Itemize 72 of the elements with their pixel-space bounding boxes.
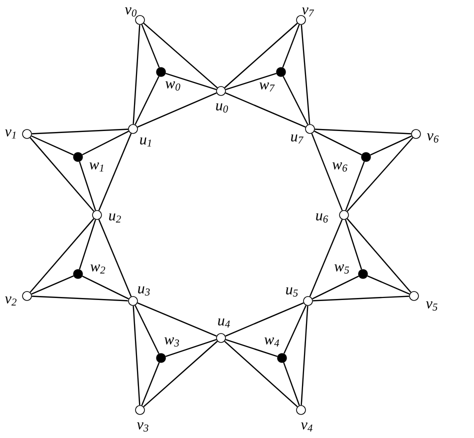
vertex-label: u$_{7}$ xyxy=(291,134,304,144)
vertex-label: u$_{6}$ xyxy=(316,213,328,223)
vertex-label: u$_{0}$ xyxy=(216,103,228,113)
vertex-label: u$_{1}$ xyxy=(140,137,151,147)
vertex-label: u$_{5}$ xyxy=(286,287,298,297)
vertex-label: v$_{6}$ xyxy=(427,133,439,143)
vertex-label: u$_{2}$ xyxy=(109,213,121,223)
edge xyxy=(226,72,277,90)
vertex-label: v$_{3}$ xyxy=(137,422,148,432)
edge xyxy=(282,24,300,68)
vertex-label: v$_{4}$ xyxy=(301,422,312,432)
edge xyxy=(312,296,410,302)
edge xyxy=(141,24,160,68)
edge xyxy=(98,133,132,211)
edge xyxy=(344,219,362,270)
vertex-label: w$_{5}$ xyxy=(334,264,350,274)
edge xyxy=(367,275,410,295)
edge xyxy=(346,137,414,212)
edge xyxy=(137,302,217,337)
edge xyxy=(283,362,300,406)
edge xyxy=(282,76,308,125)
edge xyxy=(31,275,74,295)
edge xyxy=(314,130,362,156)
edge xyxy=(314,128,412,134)
edge xyxy=(30,218,94,293)
vertex-label: u$_{3}$ xyxy=(138,286,150,296)
edge xyxy=(370,136,412,156)
edge xyxy=(78,219,96,270)
edge xyxy=(132,306,140,406)
edge xyxy=(78,161,96,211)
edge xyxy=(143,22,218,88)
edge xyxy=(225,302,304,337)
edge xyxy=(225,338,278,358)
vertex-label: w$_{1}$ xyxy=(90,162,104,172)
edge xyxy=(166,72,217,90)
vertex-label: w$_{3}$ xyxy=(164,337,179,347)
vertex-label: w$_{0}$ xyxy=(165,81,180,91)
edge xyxy=(82,276,129,300)
vertex-label: w$_{7}$ xyxy=(259,82,275,92)
vertex-label: v$_{5}$ xyxy=(426,301,438,311)
edge xyxy=(82,130,129,156)
edge xyxy=(225,92,306,128)
edge xyxy=(345,161,365,211)
edge xyxy=(134,305,160,354)
edge xyxy=(134,76,160,125)
edge xyxy=(141,362,160,406)
edge xyxy=(224,22,298,88)
edge xyxy=(165,338,217,358)
edge xyxy=(137,92,217,128)
vertex-label: w$_{2}$ xyxy=(90,264,106,274)
vertex-label: v$_{7}$ xyxy=(302,7,314,17)
vertex-label: w$_{6}$ xyxy=(332,162,348,172)
edge xyxy=(224,340,298,408)
edge xyxy=(300,24,310,124)
vertex-label: u$_{4}$ xyxy=(218,318,230,328)
edge xyxy=(283,305,307,354)
edge xyxy=(30,137,94,212)
edge xyxy=(311,133,343,211)
edge xyxy=(98,219,132,297)
edge xyxy=(309,219,343,297)
edge xyxy=(143,340,218,408)
vertex-label: v$_{0}$ xyxy=(125,7,137,17)
vertex-label: v$_{2}$ xyxy=(5,296,16,306)
edge xyxy=(31,135,74,156)
edge xyxy=(32,296,128,302)
edge xyxy=(132,24,140,124)
edge xyxy=(312,276,359,300)
vertex-label: w$_{4}$ xyxy=(264,337,280,347)
edge xyxy=(346,218,412,293)
edge xyxy=(32,128,128,134)
edge xyxy=(300,306,308,406)
vertex-label: v$_{1}$ xyxy=(5,129,16,139)
